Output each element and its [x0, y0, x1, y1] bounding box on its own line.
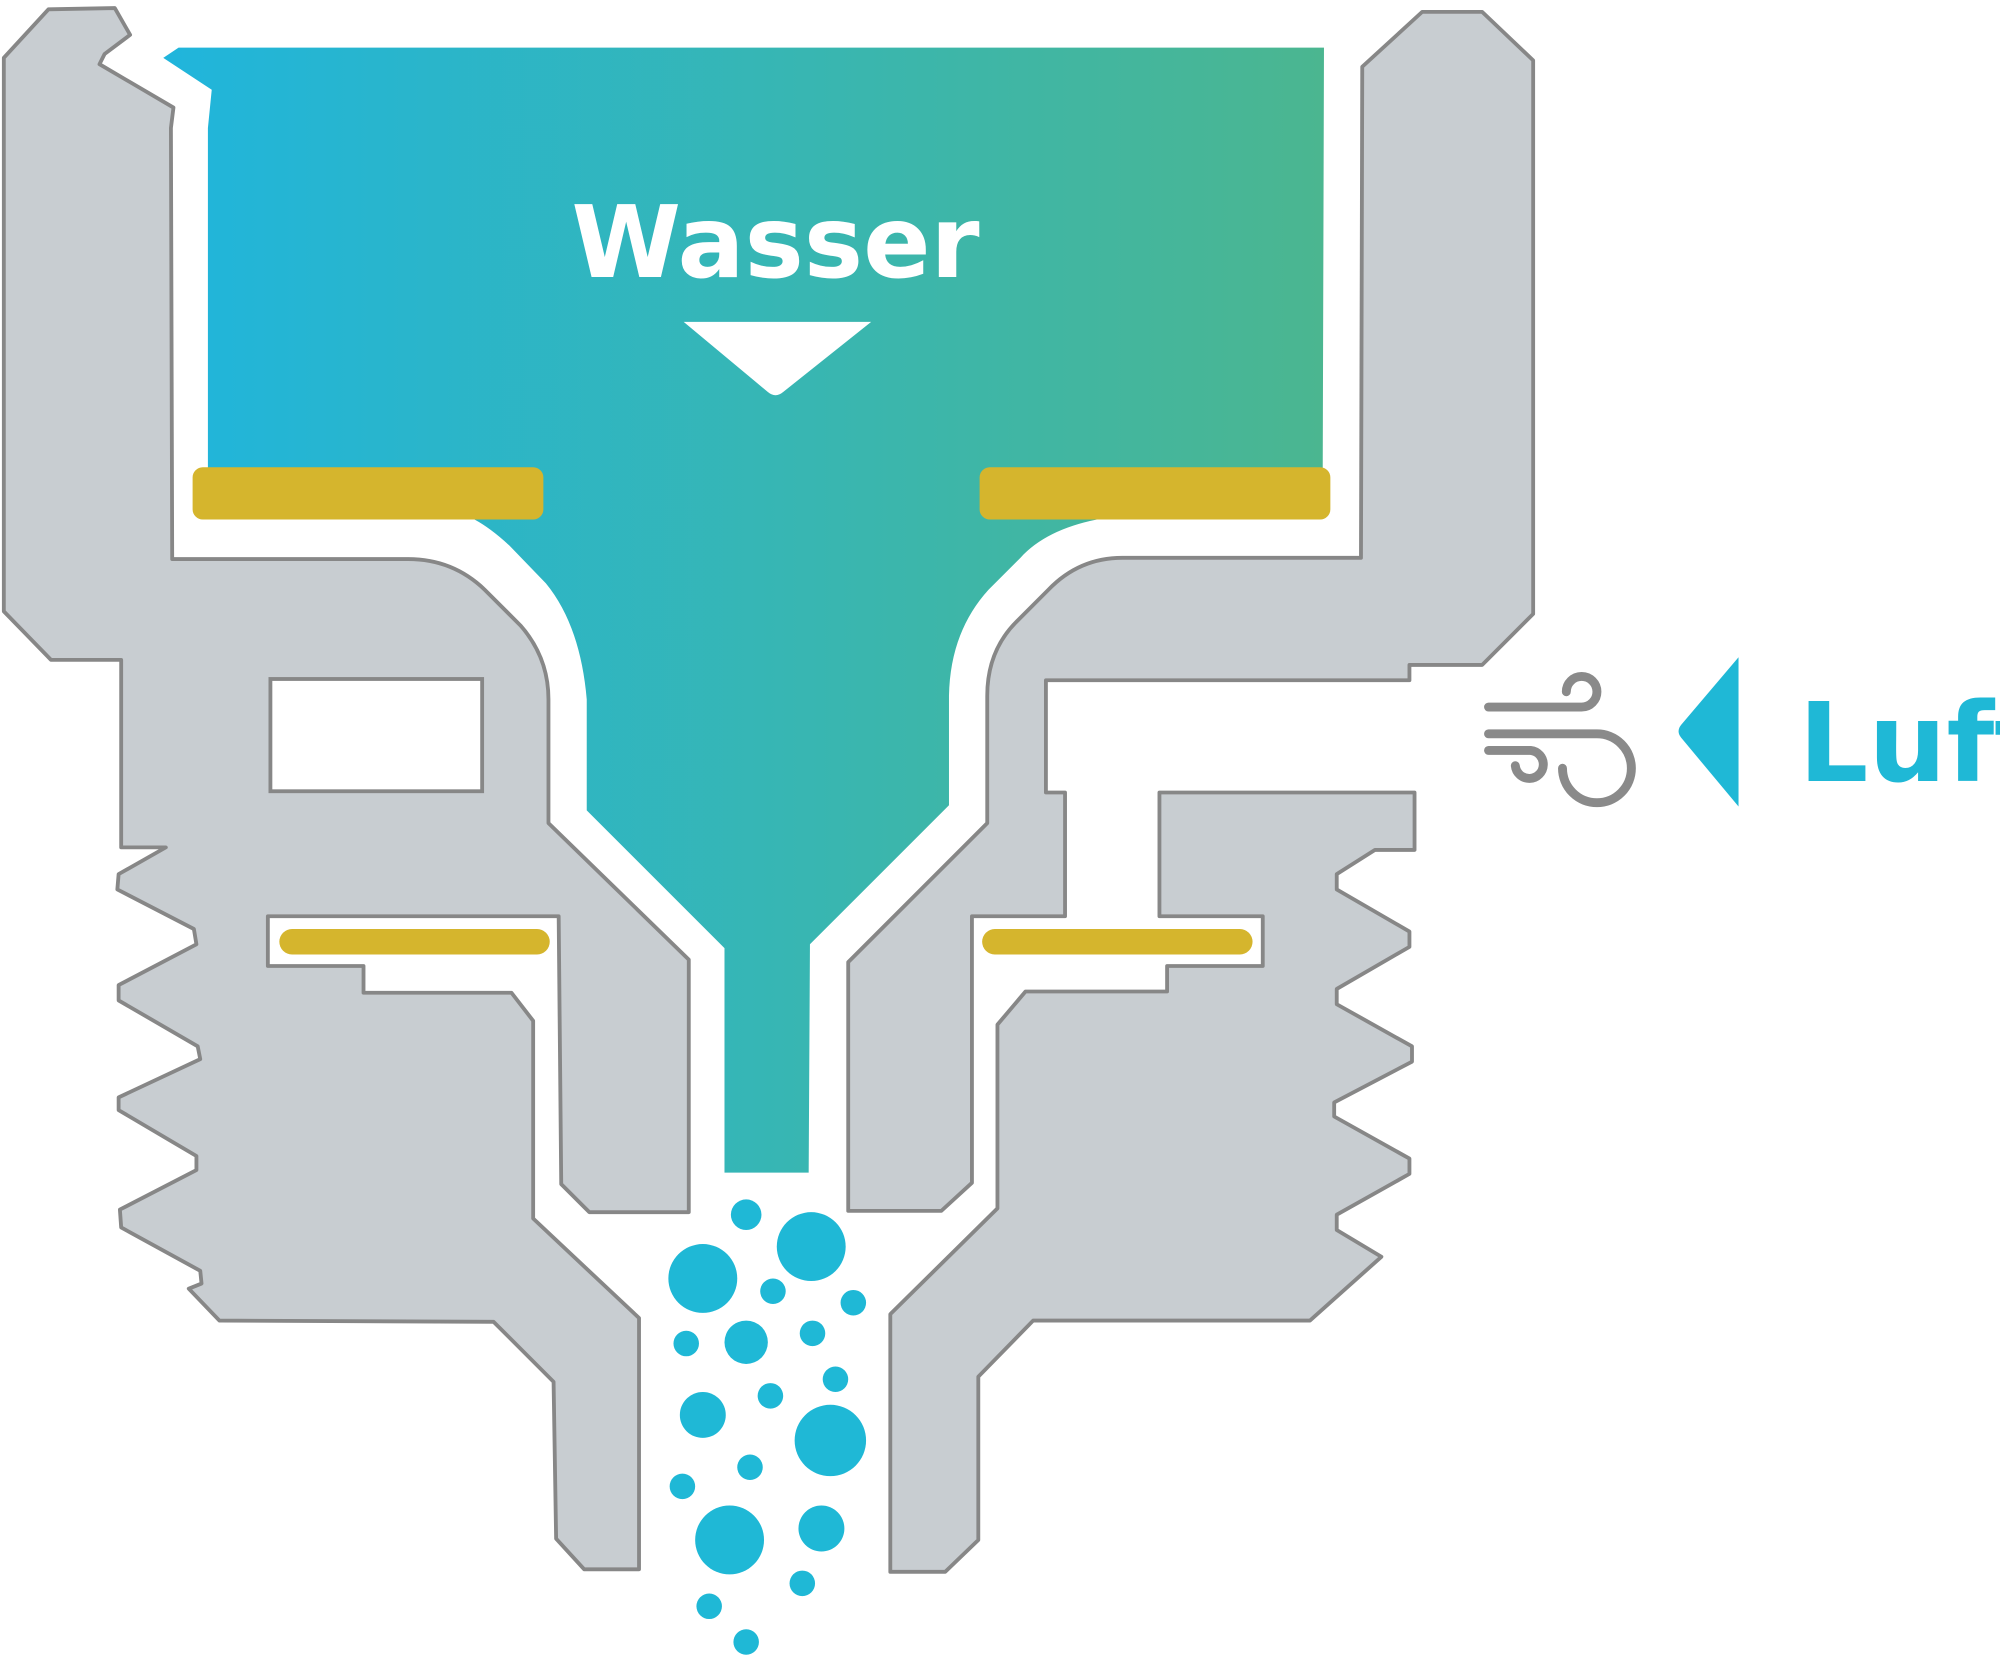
water-channel	[163, 47, 1324, 1173]
right-nozzle-body-upper	[846, 9, 1536, 1213]
water-label: Wasser	[571, 186, 979, 301]
droplet	[760, 1278, 786, 1304]
triangle-left-icon	[1678, 657, 1739, 807]
droplet	[668, 1244, 738, 1313]
droplet	[840, 1289, 867, 1316]
droplet	[794, 1404, 867, 1477]
droplet	[737, 1454, 763, 1481]
droplet	[733, 1629, 759, 1655]
droplet	[679, 1392, 726, 1438]
droplet	[696, 1593, 722, 1620]
droplet	[798, 1505, 845, 1552]
right-nozzle-body-lower	[888, 790, 1417, 1574]
droplet	[724, 1320, 768, 1364]
droplet	[757, 1383, 784, 1409]
lower-left-seal	[279, 928, 550, 955]
droplet	[776, 1212, 846, 1282]
droplet	[695, 1505, 765, 1575]
upper-right-seal	[979, 467, 1331, 520]
droplet	[673, 1330, 699, 1357]
spray-droplets	[668, 1199, 867, 1655]
lower-right-seal	[982, 928, 1253, 955]
droplet	[799, 1320, 826, 1347]
droplet	[730, 1199, 762, 1231]
droplet	[822, 1366, 849, 1392]
air-label: Luft	[1798, 679, 2000, 807]
left-cavity	[268, 677, 485, 794]
wind-icon	[1484, 672, 1636, 808]
upper-left-seal	[192, 467, 544, 520]
triangle-down-icon	[683, 321, 872, 396]
droplet	[789, 1570, 816, 1597]
droplet	[669, 1473, 696, 1500]
